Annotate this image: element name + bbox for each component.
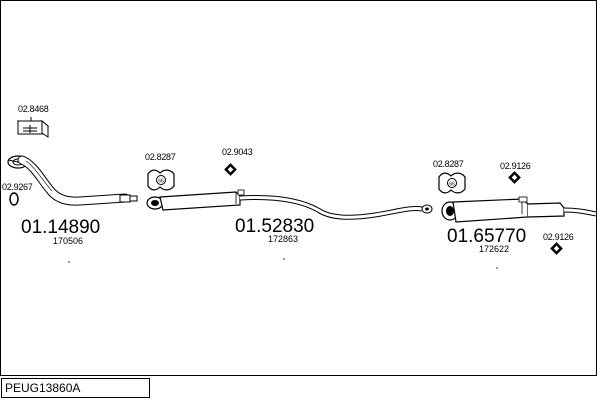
reference-code: PEUG13860A [1,378,150,398]
rear-silencer-part-number: 01.65770 [447,226,526,247]
bracket-rear-top-label: 02.9126 [500,161,531,171]
rubber-mount-rear[interactable]: 66 [438,172,466,194]
bracket-rear-top[interactable] [508,171,521,184]
bracket-rear-bottom-label: 02.9126 [543,232,574,242]
mount-badge: 66 [449,182,455,188]
clamp-box[interactable] [16,117,50,138]
dot-marker [283,258,285,260]
front-pipe-part-number: 01.14890 [21,217,100,238]
middle-silencer-part-number: 01.52830 [235,216,314,237]
dot-marker [496,267,498,269]
mount-badge: 66 [158,179,164,185]
middle-silencer[interactable] [146,189,433,220]
front-pipe[interactable] [17,155,138,206]
front-pipe-oe-number: 170506 [53,236,83,246]
rubber-mount-front[interactable]: 66 [147,169,175,191]
front-gasket[interactable] [9,192,19,206]
dot-marker [68,261,70,263]
mount-front-label: 02.8287 [145,152,176,162]
mount-rear-label: 02.8287 [433,159,464,169]
rear-silencer-oe-number: 172622 [479,244,509,254]
bracket-middle[interactable] [224,163,237,176]
clamp-box-label: 02.8468 [18,104,49,114]
diagram-frame [0,0,597,376]
bracket-rear-bottom[interactable] [550,242,563,255]
front-gasket-label: 02.9267 [2,182,33,192]
bracket-middle-label: 02.9043 [222,147,253,157]
middle-silencer-oe-number: 172863 [268,234,298,244]
rear-silencer[interactable] [441,196,597,223]
